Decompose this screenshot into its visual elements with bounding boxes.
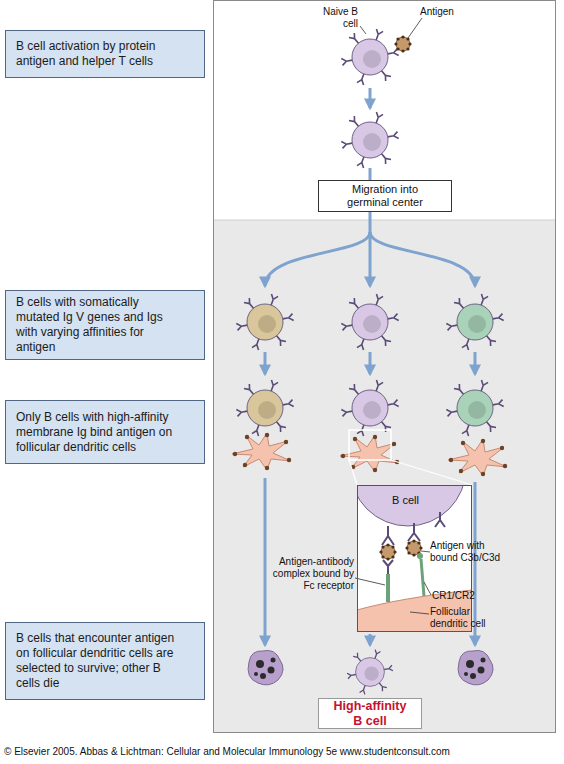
b-cell-membrane <box>357 485 466 526</box>
flow-arrow <box>369 232 372 286</box>
apoptotic-b-cell <box>248 650 283 685</box>
germinal-center-band <box>214 220 555 732</box>
mutated-b-cell <box>446 294 503 350</box>
flow-arrow <box>370 232 475 286</box>
high-affinity-b-cell <box>347 650 393 695</box>
stage-box: Only B cells with high-affinity membrane… <box>5 400 205 464</box>
b-cell <box>341 380 398 436</box>
panel-frame <box>214 1 556 733</box>
leader-line <box>421 551 430 552</box>
cell-label: Naive B cell <box>322 6 358 30</box>
membrane-ig <box>408 523 420 541</box>
flow-arrow <box>369 352 372 374</box>
apoptotic-b-cell <box>458 650 493 685</box>
complement-fragment <box>417 553 423 559</box>
stage-text: B cell activation by protein antigen and… <box>16 39 181 69</box>
flow-arrow <box>369 88 372 108</box>
stage-text: B cells that encounter antigen on follic… <box>16 631 181 691</box>
membrane-ig <box>435 512 445 527</box>
complement-receptor <box>421 559 424 596</box>
antigen-symbol <box>379 543 396 560</box>
b-cell <box>236 380 293 436</box>
leader-line <box>355 578 385 585</box>
result-box: High-affinity B cell <box>318 698 422 729</box>
leader-line <box>424 582 431 595</box>
activated-b-cell <box>341 112 398 168</box>
callout-label: Antigen <box>420 6 480 18</box>
flow-arrow <box>369 634 372 645</box>
stage-text: B cells with somatically mutated Ig V ge… <box>16 295 181 355</box>
copyright-caption: © Elsevier 2005. Abbas & Lichtman: Cellu… <box>4 746 450 757</box>
stage-box: B cells that encounter antigen on follic… <box>5 622 205 700</box>
stage-text: Only B cells with high-affinity membrane… <box>16 410 181 455</box>
zoom-box <box>349 430 391 460</box>
flow-arrow <box>474 352 477 374</box>
b-cell <box>446 380 503 436</box>
b-cell-symbol <box>347 650 393 695</box>
bound-antibody <box>383 560 393 574</box>
flow-arrow <box>264 478 267 645</box>
stage-box: B cell activation by protein antigen and… <box>5 30 205 78</box>
zoom-line <box>349 460 357 485</box>
band-divider <box>214 220 555 221</box>
mutated-b-cell <box>341 294 398 350</box>
cell-label: B cell <box>358 494 453 506</box>
stage-box: B cells with somatically mutated Ig V ge… <box>5 290 205 360</box>
callout-label: Follicular dendritic cell <box>430 606 504 630</box>
naive-b-cell <box>341 29 398 85</box>
leader-line <box>360 26 366 34</box>
leader-line <box>410 612 429 614</box>
membrane-ig <box>382 526 394 545</box>
migration-box: Migration into germinal center <box>318 180 452 212</box>
mutated-b-cell <box>236 294 293 350</box>
box-text: Migration into germinal center <box>338 183 433 209</box>
flow-line <box>369 168 372 180</box>
callout-label: Antigen with bound C3b/C3d <box>430 540 506 564</box>
leader-line <box>408 18 422 38</box>
follicular-dendritic-cell <box>448 439 507 476</box>
antigen-symbol <box>394 35 411 52</box>
zoom-line <box>391 460 472 485</box>
follicular-dendritic-cell <box>232 433 291 470</box>
callout-label: CR1/CR2 <box>432 590 492 602</box>
callout-label: Antigen-antibody complex bound by Fc rec… <box>262 556 354 592</box>
fc-receptor <box>386 574 390 602</box>
result-text: High-affinity B cell <box>329 699 411 728</box>
flow-arrow <box>264 352 267 374</box>
flow-arrow <box>265 212 370 286</box>
